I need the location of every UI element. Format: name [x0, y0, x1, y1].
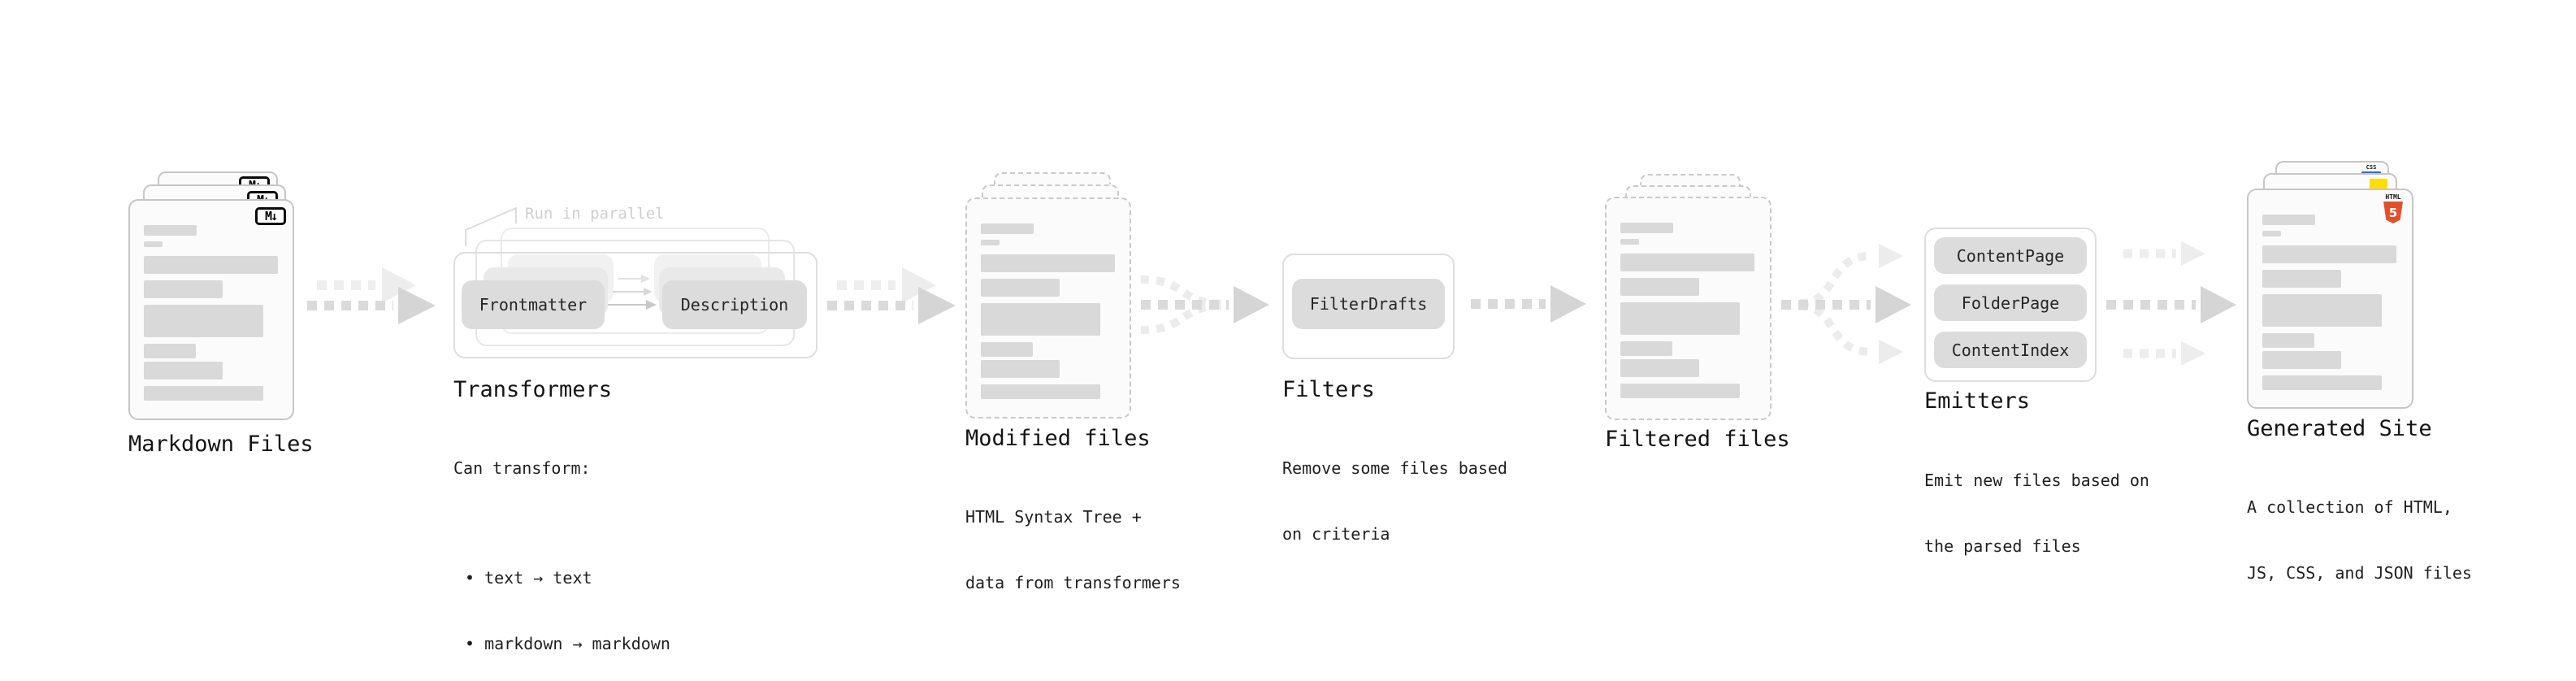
subtitle-line: data from transformers	[965, 573, 1181, 592]
doc-text-bar	[2262, 215, 2315, 225]
doc-text-bar	[1620, 239, 1639, 245]
doc-text-bar	[981, 223, 1034, 234]
doc-text-bar	[144, 256, 278, 274]
arrow-modified-to-filters-merge	[1140, 275, 1269, 334]
css-icon: CSS	[2361, 165, 2381, 174]
doc-text-bar	[1620, 223, 1673, 233]
doc-text-bar	[981, 240, 1000, 245]
transform-bullets: • text → text • markdown → markdown • ht…	[453, 523, 670, 681]
doc-text-bar	[981, 303, 1100, 336]
doc-text-bar	[144, 344, 196, 358]
doc-text-bar	[981, 342, 1033, 357]
transformers-description: Can transform: • text → text • markdown …	[453, 414, 670, 681]
subtitle-line: on criteria	[1282, 524, 1390, 544]
modified-files-subtitle: HTML Syntax Tree + data from transformer…	[965, 462, 1181, 638]
doc-text-bar	[981, 254, 1115, 272]
doc-text-bar	[2262, 245, 2396, 263]
filterdrafts-pill: FilterDrafts	[1292, 279, 1445, 329]
doc-text-bar	[2262, 351, 2341, 369]
doc-text-bar	[1620, 278, 1699, 296]
markdown-file-front: M↓	[128, 199, 294, 420]
site-file-html: HTML 5	[2247, 189, 2413, 409]
doc-text-bar	[1620, 254, 1754, 271]
doc-text-bar	[144, 241, 163, 247]
modified-file-front	[965, 197, 1131, 419]
doc-text-bar	[981, 279, 1060, 297]
doc-text-bar	[2262, 294, 2382, 327]
subtitle-line: Emit new files based on	[1924, 471, 2149, 490]
emitters-subtitle: Emit new files based on the parsed files	[1924, 426, 2149, 601]
markdown-icon: M↓	[255, 207, 286, 225]
doc-text-bar	[1620, 359, 1699, 377]
doc-text-bar	[2262, 375, 2382, 390]
frontmatter-pill: Frontmatter	[462, 280, 605, 329]
js-icon	[2370, 179, 2387, 189]
doc-text-bar	[1620, 302, 1740, 335]
doc-text-bar	[1620, 341, 1672, 356]
doc-text-bar	[981, 360, 1060, 378]
filters-subtitle: Remove some files based on criteria	[1282, 414, 1507, 589]
emitters-title: Emitters	[1924, 388, 2031, 414]
doc-text-bar	[1620, 384, 1740, 398]
doc-text-bar	[2262, 270, 2341, 288]
css-underline	[2361, 171, 2381, 174]
transformers-title: Transformers	[453, 377, 613, 402]
doc-text-bar	[981, 384, 1100, 399]
filtered-files-title: Filtered files	[1605, 427, 1790, 452]
transformer-lane-front	[453, 252, 817, 358]
run-in-parallel-note: Run in parallel	[525, 205, 665, 223]
doc-text-bar	[144, 225, 197, 236]
html5-shield: 5	[2383, 202, 2403, 223]
subtitle-line: HTML Syntax Tree +	[965, 507, 1142, 527]
folderpage-pill: FolderPage	[1934, 284, 2087, 321]
doc-text-bar	[2262, 231, 2281, 236]
doc-text-bar	[2262, 333, 2314, 348]
doc-text-bar	[144, 386, 263, 401]
filters-title: Filters	[1282, 377, 1375, 402]
description-pill: Description	[662, 280, 807, 329]
subtitle-line: JS, CSS, and JSON files	[2247, 563, 2472, 583]
contentindex-pill: ContentIndex	[1934, 332, 2087, 368]
generated-site-subtitle: A collection of HTML, JS, CSS, and JSON …	[2247, 453, 2472, 628]
doc-text-bar	[144, 305, 263, 337]
arrow-filtered-to-emitters-fanout	[1781, 244, 1911, 364]
arrow-filters-to-filtered	[1471, 285, 1586, 323]
arrow-markdown-to-transformers	[307, 267, 436, 324]
subtitle-line: A collection of HTML,	[2247, 497, 2452, 517]
html5-icon: HTML 5	[2383, 194, 2404, 223]
doc-text-bar	[144, 362, 223, 380]
bullet-markdown: • markdown → markdown	[465, 634, 670, 653]
subtitle-line: the parsed files	[1924, 536, 2081, 556]
modified-files-title: Modified files	[965, 426, 1151, 451]
bullet-text: • text → text	[465, 568, 592, 588]
markdown-files-title: Markdown Files	[128, 432, 314, 457]
can-transform-heading: Can transform:	[453, 458, 591, 478]
arrow-emitters-to-site	[2106, 241, 2236, 366]
subtitle-line: Remove some files based	[1282, 458, 1507, 478]
generated-site-title: Generated Site	[2247, 416, 2432, 441]
filtered-file-front	[1605, 197, 1772, 420]
contentpage-pill: ContentPage	[1934, 237, 2087, 274]
arrow-transformers-to-modified	[827, 267, 956, 324]
doc-text-bar	[144, 280, 223, 298]
